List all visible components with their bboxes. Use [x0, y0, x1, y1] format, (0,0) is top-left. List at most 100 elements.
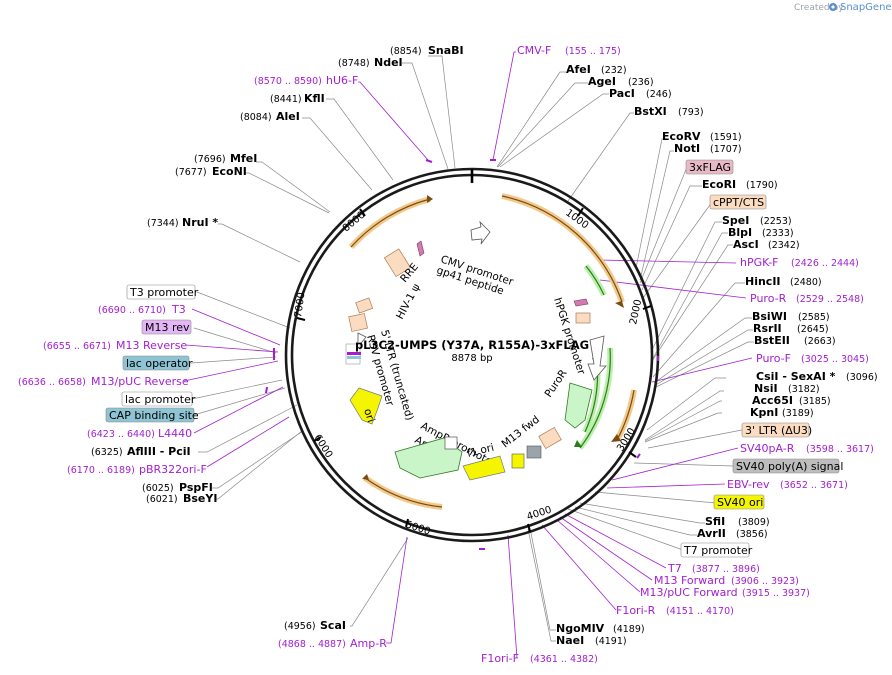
primer-sv40par[interactable]: SV40pA-R [740, 442, 795, 455]
site-snabi[interactable]: SnaBI [428, 44, 464, 57]
site-bstxi[interactable]: BstXI [634, 105, 667, 118]
site-pos-pspfi: (6025) [142, 483, 174, 494]
primer-t3[interactable]: T3 [171, 303, 186, 316]
cppt-block [575, 312, 591, 324]
site-paci[interactable]: PacI [609, 87, 635, 100]
feat-box-t3promoter[interactable] [126, 284, 196, 300]
site-pos-kpni: (3189) [782, 408, 814, 419]
site-avrii[interactable]: AvrII [697, 527, 726, 540]
site-kpni[interactable]: KpnI [750, 406, 778, 419]
hpgk-promoter-arrow [587, 335, 607, 381]
feat-label-lacoperator: lac operator [126, 357, 193, 370]
site-afei[interactable]: AfeI [566, 63, 591, 76]
primer-m13puc-forward[interactable]: M13/pUC Forward [640, 586, 738, 599]
site-pos-mfei: (7696) [194, 154, 226, 165]
site-kfli[interactable]: KflI [304, 92, 325, 105]
site-hincii[interactable]: HincII [745, 275, 781, 288]
primer-cmvf[interactable]: CMV-F [517, 44, 551, 57]
puror-arrow [564, 382, 593, 429]
primer-pos-m13forward: (3906 .. 3923) [731, 576, 799, 587]
primer-purof[interactable]: Puro-F [756, 352, 791, 365]
primer-f1orif[interactable]: F1ori-F [481, 652, 519, 665]
primer-m13forward[interactable]: M13 Forward [654, 574, 725, 587]
feat-label-3xflag: 3xFLAG [689, 161, 731, 174]
site-scai[interactable]: ScaI [320, 619, 346, 632]
primer-ring-ticks [265, 159, 659, 550]
snapgene-logo-icon [829, 3, 837, 11]
site-ngomiv[interactable]: NgoMIV [556, 622, 605, 635]
site-pos-acc65i: (3185) [799, 396, 831, 407]
site-rsrii[interactable]: RsrII [753, 322, 782, 335]
feat-box-cap[interactable] [105, 407, 195, 423]
site-ecori[interactable]: EcoRI [702, 178, 736, 191]
primer-ampr[interactable]: Amp-R [350, 637, 387, 650]
feat-label-m13rev: M13 rev [145, 321, 190, 334]
site-econi[interactable]: EcoNI [212, 165, 247, 178]
site-alei[interactable]: AleI [276, 110, 300, 123]
site-pos-nrui: (7344) [147, 218, 179, 229]
site-csii-sexai[interactable]: CsiI - SexAI * [756, 370, 836, 383]
snapgene-brand: SnapGene [840, 2, 892, 13]
feat-box-m13rev[interactable] [141, 319, 192, 335]
tick-label-8000: 8000 [341, 210, 368, 235]
primer-pos-pbr322orif: (6170 .. 6189) [67, 465, 135, 476]
feat-label-3ltr: 3' LTR (ΔU3) [745, 424, 812, 437]
site-pos-nsii: (3182) [788, 384, 820, 395]
site-blpi[interactable]: BlpI [728, 226, 752, 239]
plasmid-name: pL3C2-UMPS (Y37A, R155A)-3xFLAG [355, 338, 589, 352]
primer-pos-sv40par: (3598 .. 3617) [806, 444, 874, 455]
3xflag-block [573, 298, 589, 307]
site-sfii[interactable]: SfiI [705, 515, 725, 528]
site-spei[interactable]: SpeI [722, 214, 749, 227]
primer-ebvrev[interactable]: EBV-rev [727, 478, 770, 491]
feat-box-t7promoter[interactable] [680, 542, 750, 558]
site-nsii[interactable]: NsiI [754, 382, 778, 395]
feat-box-lacpromoter[interactable] [121, 391, 193, 407]
primer-l4440[interactable]: L4440 [158, 427, 192, 440]
feat-box-lacoperator[interactable] [122, 355, 190, 371]
site-naei[interactable]: NaeI [556, 634, 584, 647]
site-ndei[interactable]: NdeI [374, 56, 403, 69]
primer-pos-f1orir: (4151 .. 4170) [666, 606, 734, 617]
site-bsiwi[interactable]: BsiWI [752, 310, 787, 323]
site-pos-naei: (4191) [595, 636, 627, 647]
primer-f1orir[interactable]: F1ori-R [616, 604, 656, 617]
site-agei[interactable]: AgeI [588, 75, 616, 88]
site-pos-spei: (2253) [760, 216, 792, 227]
site-ecorv[interactable]: EcoRV [662, 130, 701, 143]
site-nrui[interactable]: NruI * [182, 216, 218, 229]
primer-t7[interactable]: T7 [667, 562, 682, 575]
hpgk-label: hPGK promoter [551, 296, 587, 377]
site-pos-econi: (7677) [175, 167, 207, 178]
feat-box-sv40ori[interactable] [713, 494, 765, 510]
site-acc65i[interactable]: Acc65I [752, 394, 793, 407]
primer-m13reverse[interactable]: M13 Reverse [116, 339, 187, 352]
feat-box-sv40polya[interactable] [732, 458, 840, 474]
primer-hu6f[interactable]: hU6-F [326, 74, 358, 87]
site-noti[interactable]: NotI [674, 142, 700, 155]
feat-box-cppt[interactable] [709, 194, 767, 210]
m13-fwd-label: M13 fwd [499, 413, 541, 450]
site-mfei[interactable]: MfeI [230, 152, 257, 165]
feat-label-t7promoter: T7 promoter [683, 544, 753, 557]
feat-box-3xflag[interactable] [685, 159, 734, 175]
plasmid-length: 8878 bp [451, 353, 492, 364]
feat-box-3ltr[interactable] [741, 422, 810, 438]
site-pos-ndei: (8748) [338, 58, 370, 69]
site-pos-ngomiv: (4189) [613, 624, 645, 635]
site-bseyi[interactable]: BseYI [183, 492, 217, 505]
ltr3-block [538, 426, 562, 450]
site-pspfi[interactable]: PspFI [179, 481, 213, 494]
gp41-block [416, 240, 425, 257]
site-pos-rsrii: (2645) [797, 324, 829, 335]
primer-pbr322orif[interactable]: pBR322ori-F [139, 463, 207, 476]
site-bsteii[interactable]: BstEII [754, 334, 790, 347]
primer-hpgkf[interactable]: hPGK-F [740, 256, 778, 269]
primer-puror[interactable]: Puro-R [750, 292, 787, 305]
site-asci[interactable]: AscI [733, 238, 759, 251]
site-pos-asci: (2342) [768, 240, 800, 251]
primer-pos-puror: (2529 .. 2548) [796, 294, 864, 305]
primer-m13puc-reverse[interactable]: M13/pUC Reverse [91, 375, 189, 388]
site-afliii-pcii[interactable]: AflIII - PciI [127, 445, 191, 458]
